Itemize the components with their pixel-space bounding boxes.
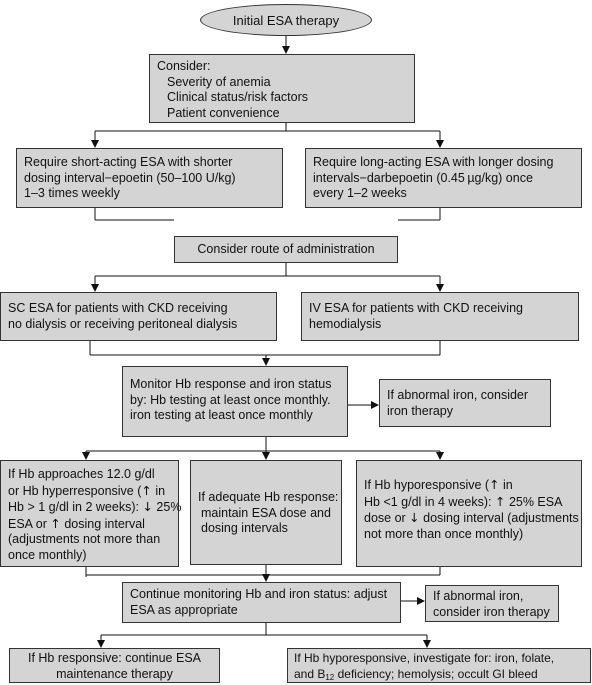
continue-monitoring-line: ESA as appropriate [130,602,238,617]
hb-approaches-text: dosing interval [60,516,145,531]
hb-approaches-line: Hb > 1 g/dl in 2 weeks): ↓ 25% [8,499,181,516]
sc-esa-line: no dialysis or receiving peritoneal dial… [8,316,238,331]
long-acting-line: intervals−darbepoetin (0.45 µg/kg) once [313,170,533,185]
abnormal-iron-line: consider iron therapy [433,604,550,619]
iv-esa-line: hemodialysis [309,316,382,331]
long-acting-line: every 1–2 weeks [313,186,407,200]
long-acting-line: Require long-acting ESA with longer dosi… [313,155,554,169]
short-acting-line: dosing interval−epoetin (50–100 U/kg) [24,170,236,185]
hyporesponsive-text: If Hb hyporesponsive ( [364,478,490,492]
monitor-line: Monitor Hb response and iron status [130,377,332,391]
route-of-administration-box: Consider route of administration [174,236,398,263]
hb-approaches-line: once monthly) [8,547,87,562]
adequate-line: maintain ESA dose and [201,505,331,520]
hb-approaches-line: or Hb hyperresponsive (↑ in [8,483,171,500]
investigate-box: If Hb hyporesponsive, investigate for: i… [287,648,591,683]
consider-item: Patient convenience [167,105,280,120]
down-arrow-icon: ↓ [409,510,420,525]
short-acting-line: 1–3 times weekly [24,186,120,200]
hyporesponsive-line: dose or ↓ dosing interval (adjustments [364,510,579,527]
monitor-line: by: Hb testing at least once monthly. [130,392,331,407]
hb-approaches-text: in [151,483,166,498]
hyporesponsive-text: 25% ESA [505,494,563,509]
abnormal-iron-line: If abnormal iron, [433,589,524,603]
hb-approaches-line: ESA or ↑ dosing interval [8,516,171,533]
hyporesponsive-text: dosing interval (adjustments [419,511,579,525]
down-arrow-icon: ↓ [142,499,153,514]
investigate-line: and B12 deficiency; hemolysis; occult GI… [294,667,583,685]
up-arrow-icon: ↑ [50,515,61,531]
responsive-line: If Hb responsive: continue ESA [27,651,201,665]
investigate-text: deficiency; hemolysis; occult GI bleed [334,666,538,681]
initial-esa-therapy-node: Initial ESA therapy [200,4,372,36]
hb-approaches-text: Hb > 1 g/dl in 2 weeks): [8,500,143,514]
responsive-line: maintenance therapy [56,666,173,681]
b12-subscript: 12 [325,672,335,682]
abnormal-iron-box-2: If abnormal iron, consider iron therapy [425,585,559,622]
abnormal-iron-box-1: If abnormal iron, consider iron therapy [379,379,551,427]
consider-box: Consider: Severity of anemia Clinical st… [149,54,415,123]
hyporesponsive-text: Hb <1 g/dl in 4 weeks): [364,494,495,509]
investigate-line: If Hb hyporesponsive, investigate for: i… [294,651,555,665]
iv-esa-box: IV ESA for patients with CKD receiving h… [301,292,579,341]
investigate-text: and B [294,666,326,681]
hb-approaches-line: If Hb approaches 12.0 g/dl [8,467,155,481]
consider-item: Severity of anemia [167,74,271,89]
short-acting-esa-box: Require short-acting ESA with shorter do… [16,148,283,208]
up-arrow-icon: ↑ [489,477,500,492]
hb-approaches-line: (adjustments not more than [8,532,161,546]
abnormal-iron-line: iron therapy [387,403,454,418]
iv-esa-line: IV ESA for patients with CKD receiving [309,301,523,315]
monitor-hb-box: Monitor Hb response and iron status by: … [122,366,348,437]
sc-esa-line: SC ESA for patients with CKD receiving [8,301,228,315]
initial-esa-therapy-label: Initial ESA therapy [232,12,340,28]
hb-approaches-text: or Hb hyperresponsive ( [8,483,142,498]
up-arrow-icon: ↑ [494,493,506,509]
hyporesponsive-line: If Hb hyporesponsive (↑ in [364,477,574,494]
hyporesponsive-text: in [499,478,513,492]
consider-item: Clinical status/risk factors [167,90,309,104]
hyporesponsive-line: not more than once monthly) [364,526,524,541]
short-acting-line: Require short-acting ESA with shorter [24,155,233,169]
hyporesponsive-text: dose or [364,511,410,525]
adequate-line: dosing intervals [201,521,288,535]
sc-esa-box: SC ESA for patients with CKD receiving n… [0,292,277,341]
hb-approaches-box: If Hb approaches 12.0 g/dl or Hb hyperre… [0,460,181,567]
hb-approaches-text: 25% [152,500,182,514]
adequate-line: If adequate Hb response: [198,490,339,504]
long-acting-esa-box: Require long-acting ESA with longer dosi… [305,148,582,208]
adequate-response-box: If adequate Hb response: maintain ESA do… [190,460,342,565]
abnormal-iron-line: If abnormal iron, consider [387,388,529,402]
continue-monitoring-box: Continue monitoring Hb and iron status: … [122,582,401,623]
hb-approaches-text: ESA or [8,516,51,531]
hyporesponsive-box: If Hb hyporesponsive (↑ in Hb <1 g/dl in… [356,460,582,567]
continue-monitoring-line: Continue monitoring Hb and iron status: … [130,587,388,601]
up-arrow-icon: ↑ [141,482,152,498]
hyporesponsive-line: Hb <1 g/dl in 4 weeks): ↑ 25% ESA [364,494,574,511]
route-label: Consider route of administration [197,242,375,256]
consider-heading: Consider: [157,59,211,73]
monitor-line: iron testing at least once monthly [130,408,313,422]
hb-responsive-box: If Hb responsive: continue ESA maintenan… [9,648,220,683]
